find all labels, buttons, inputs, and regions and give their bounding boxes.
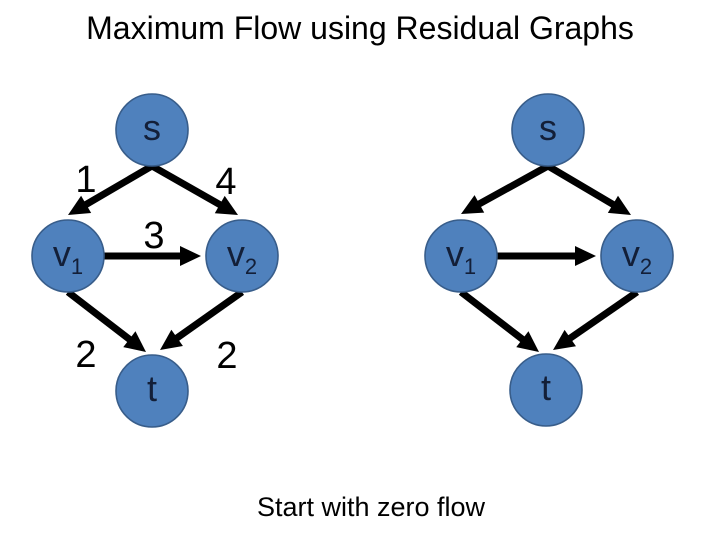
node-label-t: t [541,367,551,408]
node-label-s: s [539,107,557,148]
edge-arrowhead-v1-t [516,331,539,352]
edge-arrowhead-s-v2 [607,195,631,215]
node-v1 [424,219,498,293]
edge-arrowhead-s-v1 [68,195,92,215]
node-label-v2: v2 [622,233,652,279]
edge-arrowhead-v2-t [160,329,183,350]
node-v1 [31,219,105,293]
edge-arrowhead-v2-t [553,329,576,350]
edge-label-s-v1: 1 [75,159,96,201]
node-label-s: s [143,107,161,148]
node-v2 [600,219,674,293]
node-label-t: t [147,368,157,409]
edge-arrowhead-s-v1 [461,195,485,214]
node-t [509,353,583,427]
edge-label-v2-t: 2 [216,335,237,377]
node-s [511,93,585,167]
edge-arrowhead-v1-t [123,331,146,352]
edge-line-v1-t [458,289,527,344]
edge-arrowhead-v1-v2 [180,246,201,266]
node-v2 [205,219,279,293]
node-label-v2: v2 [227,233,257,279]
edge-line-s-v2 [546,162,617,209]
edge-label-s-v2: 4 [215,161,236,203]
node-s [115,93,189,167]
edge-line-v2-t [566,289,639,343]
edge-line-v1-t [65,289,134,344]
edge-line-s-v1 [82,162,154,209]
slide-caption: Start with zero flow [256,492,486,522]
flow-network-with-capacities: s v1 v2 t 1 4 3 2 2 [31,93,279,428]
residual-graph-zero-flow: s v1 v2 t [424,93,674,427]
node-label-v1: v1 [446,233,476,279]
edge-line-s-v2 [150,162,224,209]
node-label-v1: v1 [53,233,83,279]
page-title: Maximum Flow using Residual Graphs [86,10,634,46]
edge-line-v2-t [173,289,245,342]
edge-label-v1-v2: 3 [143,215,164,257]
edge-label-v1-t: 2 [75,334,96,376]
edge-line-s-v1 [475,162,550,208]
edge-arrowhead-s-v2 [214,195,238,215]
node-t [115,354,189,428]
edge-arrowhead-v1-v2 [575,246,596,266]
